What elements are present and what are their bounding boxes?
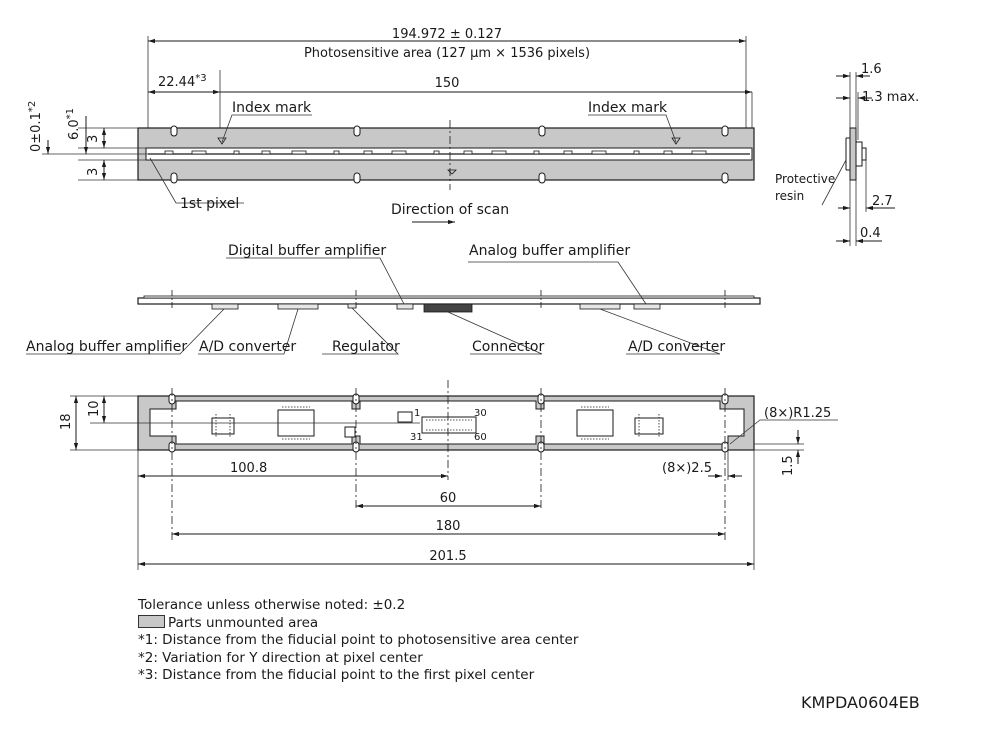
ad-converter-right-label: A/D converter xyxy=(628,339,725,355)
index-mark-right-symbol xyxy=(671,137,681,145)
note-3: *3: Distance from the fiducial point to … xyxy=(138,667,535,683)
ic-ad-converter-right xyxy=(576,409,614,437)
legend-label: Parts unmounted area xyxy=(168,614,319,631)
ic-digital-buffer xyxy=(397,411,413,423)
dim-1-5: 1.5 xyxy=(781,455,796,476)
connector-footprint xyxy=(421,416,477,434)
notes-block: Tolerance unless otherwise noted: ±0.2 P… xyxy=(138,597,578,685)
tolerance-note: Tolerance unless otherwise noted: ±0.2 xyxy=(138,597,406,613)
dim-60: 60 xyxy=(440,491,457,506)
index-mark-left-label: Index mark xyxy=(232,100,312,116)
dim-180: 180 xyxy=(436,519,461,534)
pin-31: 31 xyxy=(410,432,423,443)
pin-1: 1 xyxy=(414,408,420,419)
direction-of-scan-label: Direction of scan xyxy=(391,202,509,218)
legend-row: Parts unmounted area xyxy=(138,614,578,633)
front-view: Digital buffer amplifier Analog buffer a… xyxy=(26,243,761,355)
drawing-code: KMPDA0604EB xyxy=(801,693,920,712)
connector-part xyxy=(423,303,473,313)
side-view: 1.6 1.3 max. Protective resin 2.7 0.4 xyxy=(775,62,919,246)
pin-30: 30 xyxy=(474,408,487,419)
analog-buffer-amp-right-part xyxy=(633,303,661,310)
regulator-part xyxy=(347,303,357,309)
note-2: *2: Variation for Y direction at pixel c… xyxy=(138,649,423,666)
dim-100-8: 100.8 xyxy=(230,461,267,476)
unmounted-area-swatch xyxy=(138,614,165,628)
index-mark-right-label: Index mark xyxy=(588,100,668,116)
ad-converter-right-part xyxy=(579,303,621,310)
dim-2-7: 2.7 xyxy=(872,194,893,209)
analog-buffer-amplifier-left-label: Analog buffer amplifier xyxy=(26,339,187,355)
ad-converter-left-label: A/D converter xyxy=(199,339,296,355)
side-board xyxy=(849,127,857,181)
dim-10: 10 xyxy=(87,400,102,417)
protective-resin-label-1: Protective xyxy=(775,172,835,186)
ic-regulator xyxy=(344,426,356,438)
top-view: 194.972 ± 0.127 Photosensitive area (127… xyxy=(27,27,755,225)
ad-converter-left-part xyxy=(277,303,319,310)
photosensitive-area-label: Photosensitive area (127 μm × 1536 pixel… xyxy=(304,46,590,61)
dim-1-3-max: 1.3 max. xyxy=(862,90,919,105)
ic-analog-buffer-left xyxy=(211,417,235,435)
analog-buffer-amp-left-part xyxy=(211,303,239,310)
pin-60: 60 xyxy=(474,432,487,443)
dim-center-offset: 6.0*1 xyxy=(65,108,82,140)
digital-buffer-amplifier-label: Digital buffer amplifier xyxy=(228,243,386,259)
dim-radius: (8×)R1.25 xyxy=(764,406,831,421)
dim-0-4: 0.4 xyxy=(860,226,881,241)
dim-3-bottom: 3 xyxy=(86,168,101,176)
dim-overall: 194.972 ± 0.127 xyxy=(392,27,502,42)
first-pixel-label: 1st pixel xyxy=(180,196,239,212)
dim-18: 18 xyxy=(59,413,74,430)
dim-3-top: 3 xyxy=(86,135,101,143)
dim-pitch-150: 150 xyxy=(435,76,460,91)
ic-analog-buffer-right xyxy=(634,417,664,435)
dim-201-5: 201.5 xyxy=(429,549,466,564)
dim-1-6: 1.6 xyxy=(861,62,882,77)
dim-2-5: (8×)2.5 xyxy=(662,461,712,476)
bottom-view: 1 30 31 60 18 10 (8×)R1.25 1.5 100.8 xyxy=(59,380,838,570)
index-mark-left-symbol xyxy=(217,137,227,145)
regulator-label: Regulator xyxy=(332,339,400,355)
note-1: *1: Distance from the fiducial point to … xyxy=(138,632,579,648)
dim-first-pixel-offset: 22.44*3 xyxy=(158,73,207,90)
front-board xyxy=(137,297,761,305)
dim-y-variation: 0±0.1*2 xyxy=(27,101,44,152)
connector-label: Connector xyxy=(472,339,544,355)
analog-buffer-amplifier-right-label: Analog buffer amplifier xyxy=(469,243,630,259)
protective-resin-label-2: resin xyxy=(775,189,804,203)
digital-buffer-amp-part xyxy=(396,303,414,310)
